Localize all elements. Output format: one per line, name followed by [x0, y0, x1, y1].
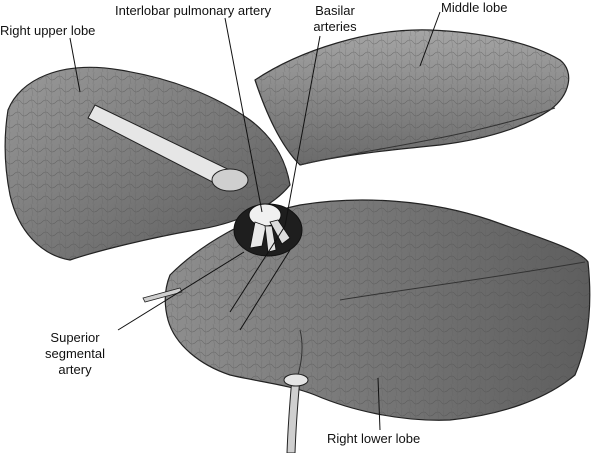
leader-basilar-arteries-2 [229, 225, 286, 313]
leader-lines [69, 11, 441, 431]
label-middle-lobe: Middle lobe [441, 0, 508, 15]
leader-right-upper-lobe [69, 37, 81, 93]
interlobar-artery-cluster [233, 203, 303, 257]
retractor [87, 104, 249, 192]
label-right-lower-lobe: Right lower lobe [327, 431, 421, 446]
label-basilar-arteries: Basilar arteries [305, 3, 365, 35]
label-superior-line2: segmental [45, 346, 105, 361]
leader-interlobar-artery [224, 17, 263, 213]
label-superior-line1: Superior [50, 330, 100, 345]
lower-vessel [283, 373, 309, 453]
right-upper-lobe-shape [4, 66, 291, 261]
label-basilar-line2: arteries [313, 19, 357, 34]
label-superior-line3: artery [58, 362, 92, 377]
label-right-upper-lobe: Right upper lobe [0, 23, 96, 38]
left-tube [142, 287, 183, 303]
leader-basilar-arteries [284, 35, 321, 227]
label-interlobar-pulmonary-artery: Interlobar pulmonary artery [115, 3, 272, 18]
leader-middle-lobe [419, 11, 441, 67]
leader-basilar-arteries-3 [239, 249, 291, 331]
label-basilar-line1: Basilar [315, 3, 355, 18]
leader-right-lower-lobe [377, 377, 381, 431]
right-lower-lobe-shape [164, 199, 591, 421]
middle-lobe-shape [254, 29, 570, 166]
leader-superior-segmental [117, 251, 245, 331]
label-superior-segmental-artery: Superior segmental artery [35, 330, 115, 378]
